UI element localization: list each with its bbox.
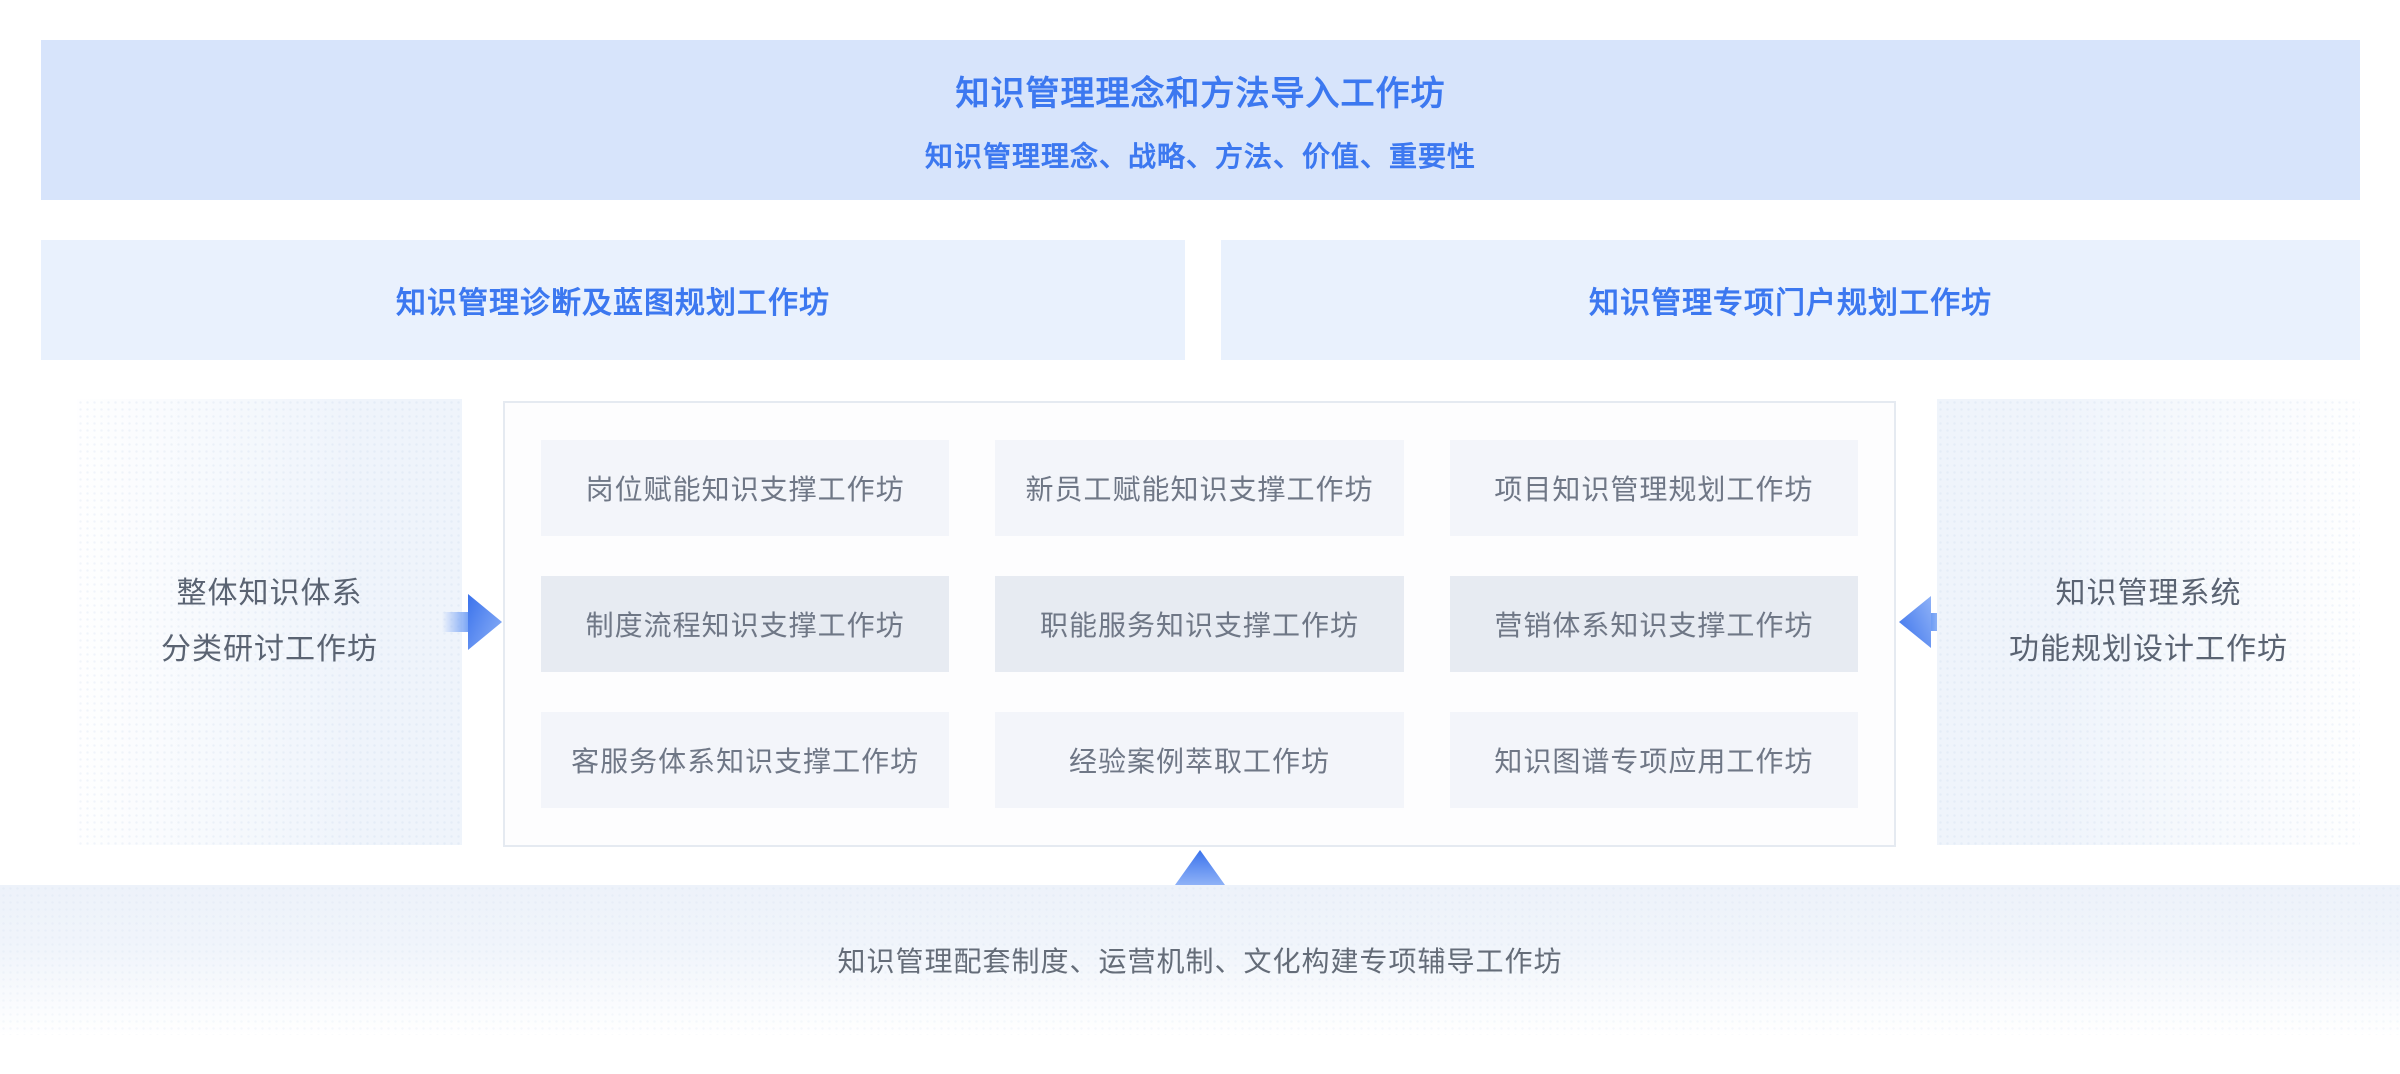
- grid-cell-process-knowledge: 制度流程知识支撑工作坊: [541, 576, 950, 672]
- portal-planning-banner-title: 知识管理专项门户规划工作坊: [1589, 287, 1992, 320]
- diagnosis-blueprint-banner-title: 知识管理诊断及蓝图规划工作坊: [396, 287, 830, 320]
- grid-cell-functional-service: 职能服务知识支撑工作坊: [995, 576, 1404, 672]
- arrow-head: [1899, 596, 1931, 648]
- grid-cell-customer-service: 客服务体系知识支撑工作坊: [541, 712, 950, 808]
- arrow-head: [468, 594, 502, 650]
- top-banner: 知识管理理念和方法导入工作坊 知识管理理念、战略、方法、价值、重要性: [41, 40, 2360, 200]
- left-box-line-1: 整体知识体系: [176, 577, 363, 610]
- arrow-tail: [442, 612, 471, 632]
- supporting-system-band: 知识管理配套制度、运营机制、文化构建专项辅导工作坊: [0, 885, 2400, 1035]
- grid-cell-case-extraction: 经验案例萃取工作坊: [995, 712, 1404, 808]
- grid-cell-project-knowledge: 项目知识管理规划工作坊: [1449, 440, 1858, 536]
- knowledge-system-classification-box: 整体知识体系 分类研讨工作坊: [77, 399, 462, 845]
- km-system-function-design-box: 知识管理系统 功能规划设计工作坊: [1937, 399, 2360, 845]
- right-box-line-1: 知识管理系统: [2055, 577, 2242, 610]
- top-banner-subtitle: 知识管理理念、战略、方法、价值、重要性: [924, 140, 1476, 172]
- grid-cell-marketing-system: 营销体系知识支撑工作坊: [1449, 576, 1858, 672]
- grid-cell-knowledge-graph: 知识图谱专项应用工作坊: [1449, 712, 1858, 808]
- portal-planning-banner: 知识管理专项门户规划工作坊: [1221, 240, 2360, 360]
- right-arrow-icon: [442, 594, 502, 650]
- supporting-system-band-label: 知识管理配套制度、运营机制、文化构建专项辅导工作坊: [837, 946, 1563, 977]
- diagnosis-blueprint-banner: 知识管理诊断及蓝图规划工作坊: [41, 240, 1185, 360]
- arrow-head: [1175, 850, 1225, 885]
- right-box-line-2: 功能规划设计工作坊: [2009, 633, 2288, 666]
- grid-cell-new-employee: 新员工赋能知识支撑工作坊: [995, 440, 1404, 536]
- left-box-line-2: 分类研讨工作坊: [161, 633, 378, 666]
- top-banner-title: 知识管理理念和方法导入工作坊: [955, 74, 1446, 113]
- grid-cell-post-enablement: 岗位赋能知识支撑工作坊: [541, 440, 950, 536]
- workshop-grid: 岗位赋能知识支撑工作坊 新员工赋能知识支撑工作坊 项目知识管理规划工作坊 制度流…: [503, 401, 1896, 847]
